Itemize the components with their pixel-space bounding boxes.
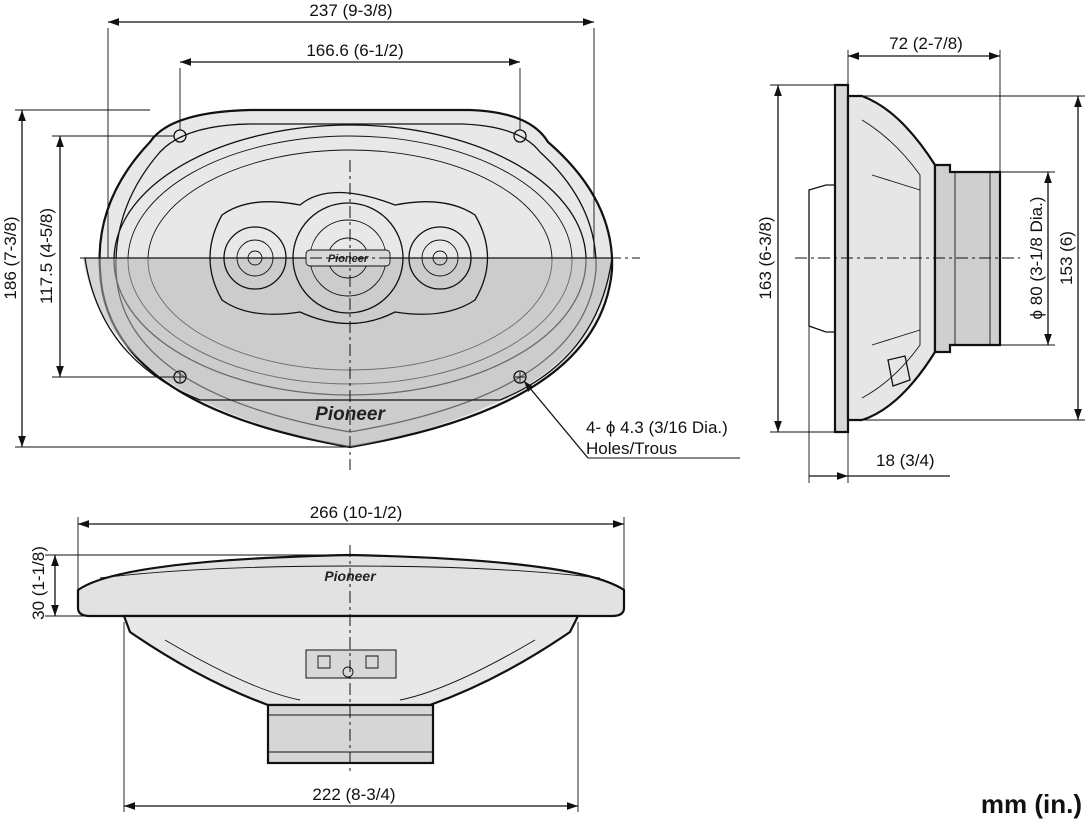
dim-mount-height: 30 (1-1/8): [29, 546, 48, 620]
tweeter-brand-label: Pioneer: [328, 253, 369, 265]
dim-bottom-width: 266 (10-1/2): [310, 503, 403, 522]
dim-basket-width: 222 (8-3/4): [312, 785, 395, 804]
mount-hole-bottom-right: [513, 370, 527, 384]
holes-label-secondary: Holes/Trous: [586, 439, 677, 458]
bottom-view: Pioneer 266 (10-1/2) 30 (1-1/8) 222 (8-3…: [29, 503, 626, 812]
bottom-frame: [76, 553, 626, 618]
dim-hole-spacing: 166.6 (6-1/2): [306, 41, 403, 60]
side-view: 72 (2-7/8) 163 (6-3/8) 153 (6) ϕ 80 (3-1…: [756, 34, 1085, 483]
side-terminal: [887, 355, 911, 387]
dim-cutout: 153 (6): [1057, 231, 1076, 285]
units-label: mm (in.): [981, 789, 1082, 819]
dim-protrusion: 18 (3/4): [876, 451, 935, 470]
frame-brand-logo: Pioneer: [315, 404, 386, 425]
front-lower-plate: [84, 257, 613, 401]
holes-label: 4- ϕ 4.3 (3/16 Dia.): [586, 418, 728, 437]
bottom-brand-logo: Pioneer: [324, 568, 377, 584]
tweeter-housing: [209, 191, 489, 325]
dim-side-height: 163 (6-3/8): [756, 216, 775, 299]
dim-hole-spacing-vertical: 117.5 (4-5/8): [37, 208, 56, 304]
dim-front-height: 186 (7-3/8): [1, 216, 20, 299]
dim-magnet: ϕ 80 (3-1/8 Dia.): [1027, 197, 1046, 320]
front-view: Pioneer Pioneer 237 (9-3/8) 166.6 (6-1/2…: [1, 1, 740, 470]
dim-side-depth: 72 (2-7/8): [889, 34, 963, 53]
dim-front-width: 237 (9-3/8): [309, 1, 392, 20]
holes-leader: [523, 380, 589, 459]
bottom-terminal-block: [305, 649, 397, 679]
